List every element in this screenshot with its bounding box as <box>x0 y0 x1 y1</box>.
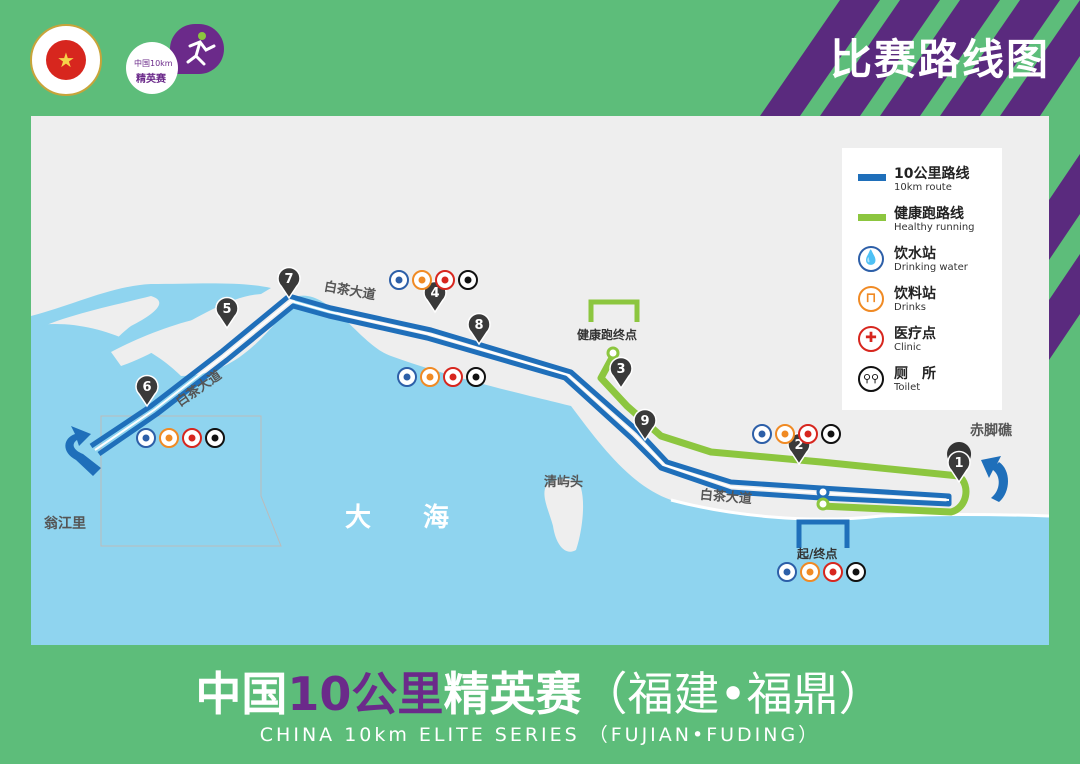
legend-drinks: ⊓ 饮料站 Drinks <box>856 282 1000 318</box>
km-marker-3: 3 <box>609 356 633 390</box>
svg-text:1: 1 <box>954 456 963 471</box>
map-legend: 10公里路线 10km route 健康跑路线 Healthy running … <box>842 148 1002 410</box>
service-icon-cluster <box>397 367 486 387</box>
coast-east <box>670 498 1049 521</box>
legend-10km-route: 10公里路线 10km route <box>856 162 1000 198</box>
service-icon-cluster <box>136 428 225 448</box>
svg-text:4: 4 <box>430 286 439 301</box>
start-finish-gate-icon <box>796 519 850 548</box>
km-marker-7: 7 <box>277 266 301 300</box>
page-title: 比赛路线图 <box>829 35 1050 84</box>
legend-water: 💧 饮水站 Drinking water <box>856 242 1000 278</box>
svg-text:5: 5 <box>222 302 231 317</box>
service-icon-cluster <box>777 562 866 582</box>
water-drop-icon: 💧 <box>858 246 884 272</box>
svg-text:6: 6 <box>142 380 151 395</box>
peninsula <box>544 478 584 552</box>
healthy-finish-label: 健康跑终点 <box>577 328 638 342</box>
km-marker-8: 8 <box>467 312 491 346</box>
east-turn-arrow-icon <box>981 456 1008 502</box>
km-marker-6: 6 <box>135 374 159 408</box>
drink-bottle-icon: ⊓ <box>858 286 884 312</box>
runner-icon <box>170 24 224 74</box>
medical-cross-icon: ✚ <box>858 326 884 352</box>
legend-healthy-route: 健康跑路线 Healthy running <box>856 202 1000 238</box>
service-icon-cluster <box>752 424 841 444</box>
km-marker-9: 9 <box>633 408 657 442</box>
event-subtitle: CHINA 10km ELITE SERIES （FUJIAN•FUDING） <box>259 724 821 746</box>
star-emblem-icon: ★ <box>57 48 75 72</box>
chinese-athletics-association-logo: ★ <box>30 24 102 96</box>
svg-text:7: 7 <box>284 272 293 287</box>
sea-label: 大 海 <box>345 503 450 533</box>
elite-logo-small-text: 中国10km <box>134 59 173 68</box>
river-channel <box>31 283 271 416</box>
legend-toilet: ⚲⚲ 厕 所 Toilet <box>856 362 1000 398</box>
km-marker-5: 5 <box>215 296 239 330</box>
healthy-finish-gate-icon <box>588 299 640 322</box>
event-title: 中国10公里精英赛（福建•福鼎） <box>195 667 885 721</box>
toilet-icon: ⚲⚲ <box>858 366 884 392</box>
place-chijiaojiao: 赤脚礁 <box>970 423 1012 439</box>
sea-area <box>31 295 1049 645</box>
svg-text:2: 2 <box>794 438 803 453</box>
legend-clinic: ✚ 医疗点 Clinic <box>856 322 1000 358</box>
start-finish-label: 起/终点 <box>797 547 838 561</box>
elite-series-logo: 中国10km 精英赛 <box>126 24 226 94</box>
km-marker-4: 4 <box>423 280 447 314</box>
elite-logo-name: 精英赛 <box>136 74 166 85</box>
west-turn-arrow-icon <box>65 426 101 476</box>
place-qingyutou: 清屿头 <box>544 475 584 490</box>
land-outline <box>100 415 282 547</box>
island <box>111 316 211 366</box>
healthy-running-route <box>597 352 970 516</box>
svg-text:3: 3 <box>616 362 625 377</box>
place-wengjiangli: 翁江里 <box>44 516 86 532</box>
svg-text:9: 9 <box>640 414 649 429</box>
service-icon-cluster <box>389 270 478 290</box>
svg-text:8: 8 <box>474 318 483 333</box>
km-marker-1: 1 <box>947 450 971 484</box>
